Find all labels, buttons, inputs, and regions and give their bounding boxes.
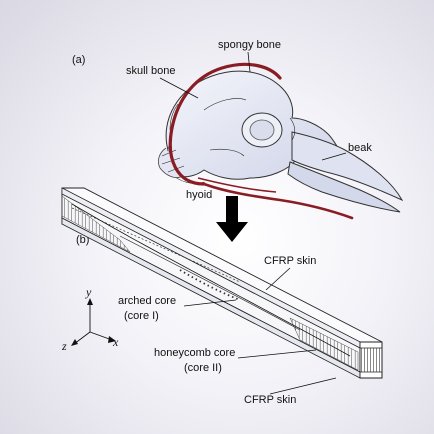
arched-core-leader <box>183 299 237 307</box>
honeycomb-core-right <box>289 317 359 371</box>
honeycomb-core-sub-label: (core II) <box>184 362 222 374</box>
down-arrow <box>216 196 248 242</box>
axis-y-label: y <box>85 285 92 299</box>
cfrp-skin-top-label: CFRP skin <box>264 255 316 267</box>
spongy-bone-leader <box>247 51 251 73</box>
cfrp-skin-top-leader <box>265 267 291 291</box>
honeycomb-core-left <box>61 195 131 253</box>
lower-beak <box>287 161 401 213</box>
arched-core-label: arched core <box>118 295 176 307</box>
sandwich-beam <box>61 187 383 379</box>
skull-bone-label: skull bone <box>126 65 176 77</box>
beak-label: beak <box>348 142 372 154</box>
honeycomb-core-leader <box>237 349 317 359</box>
upper-beak <box>291 131 404 202</box>
honeycomb-core-label: honeycomb core <box>154 347 235 359</box>
spongy-bone-label: spongy bone <box>218 39 281 51</box>
hyoid-bone <box>168 62 354 220</box>
beak-leader <box>321 152 347 161</box>
cfrp-skin-bottom-label: CFRP skin <box>244 394 296 406</box>
arched-core-sub-label: (core I) <box>124 310 159 322</box>
hyoid-label: hyoid <box>186 189 212 201</box>
coordinate-axes <box>71 298 116 346</box>
skull-bone-leader <box>159 77 199 99</box>
axis-z-label: z <box>61 339 67 353</box>
panel-a-label: (a) <box>72 54 85 66</box>
axis-x-label: x <box>112 335 119 349</box>
woodpecker-skull <box>158 70 404 213</box>
panel-b-label: (b) <box>76 234 89 246</box>
cfrp-skin-bottom-leader <box>269 377 337 395</box>
